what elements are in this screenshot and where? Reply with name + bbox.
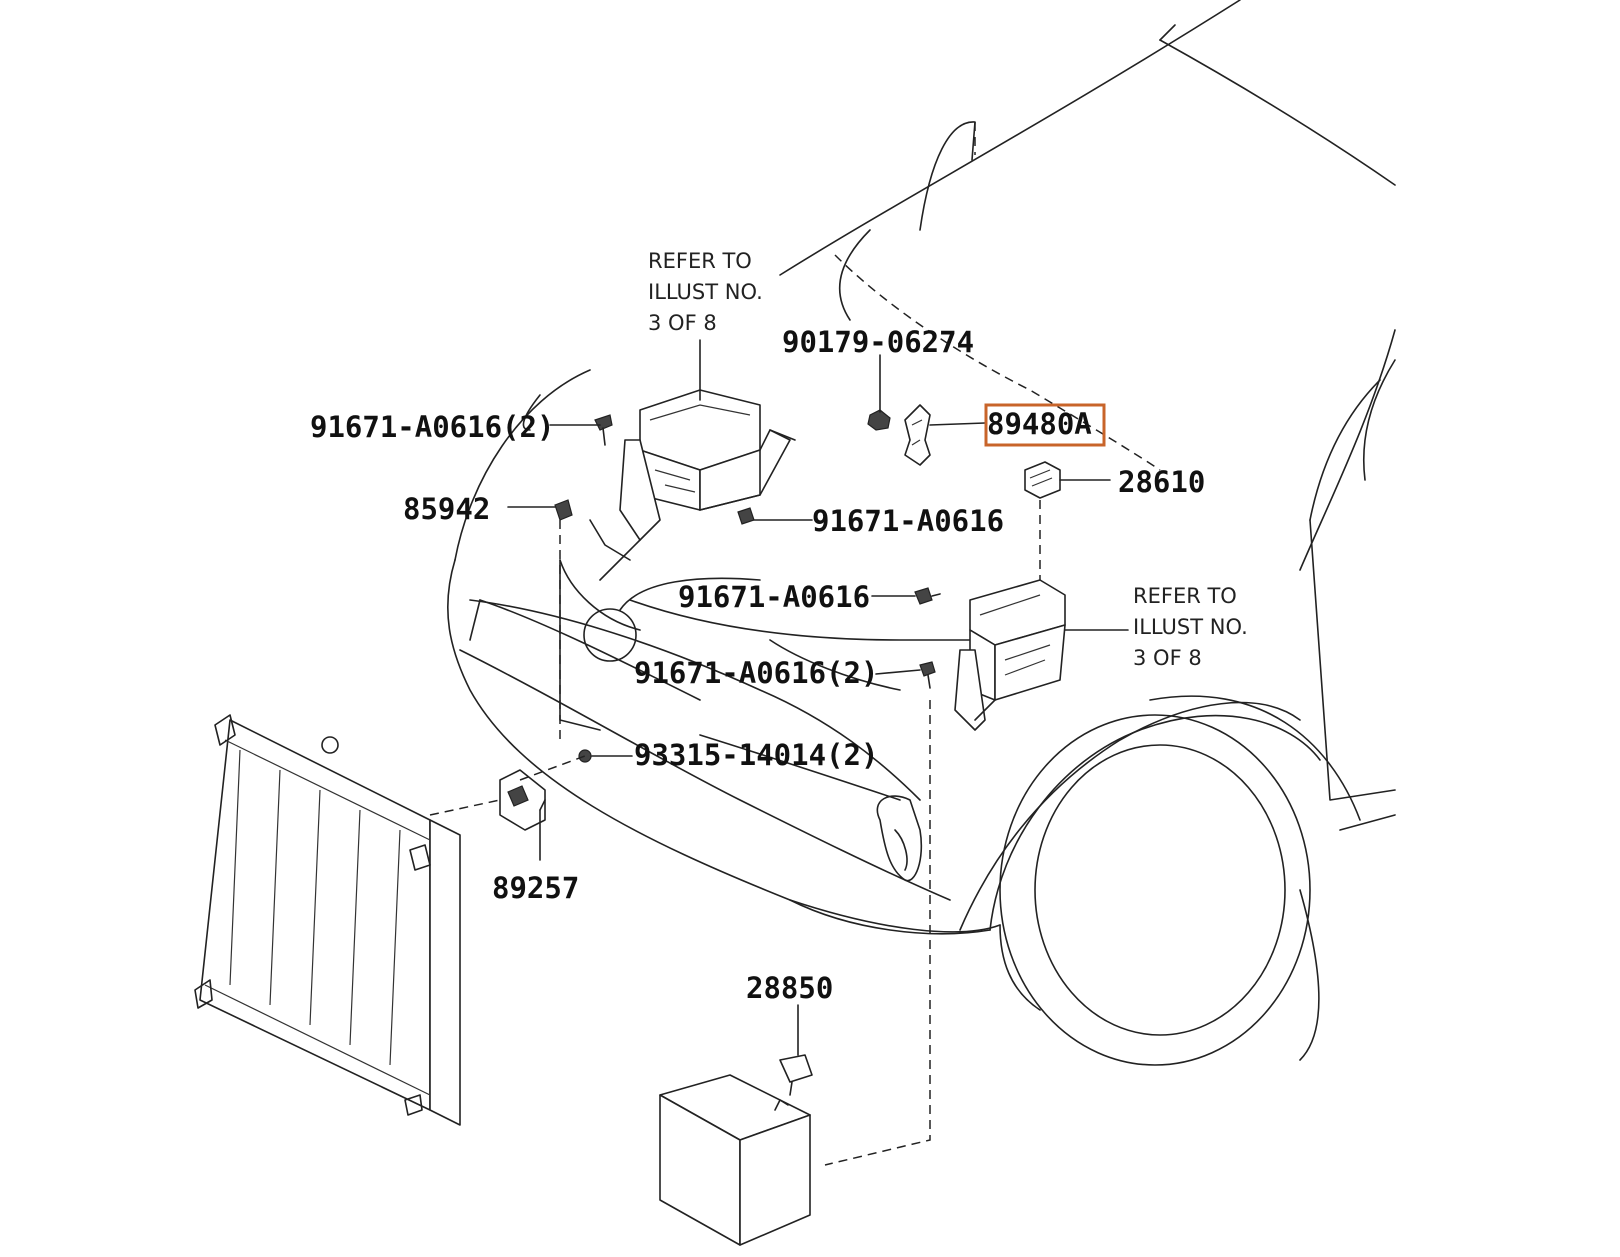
vehicle-body (446, 0, 1396, 1066)
routing-lines (429, 500, 1041, 1166)
leader-lines (507, 339, 1129, 1056)
callout-91671-a0616-lower[interactable]: 91671-A0616(2) (634, 656, 878, 690)
bolt-top (594, 414, 613, 446)
bolt-lower (919, 661, 936, 689)
note-right-line-1: REFER TO (1133, 584, 1237, 608)
note-left: REFER TO ILLUST NO. 3 OF 8 (648, 249, 763, 335)
relay-box-upper (589, 389, 796, 581)
relay-28610 (1024, 461, 1061, 499)
relay-box-lower (954, 579, 1066, 731)
callout-89257[interactable]: 89257 (492, 871, 579, 905)
highlight-box-89480a (984, 403, 1106, 447)
bolt-mid (737, 507, 755, 525)
note-left-line-1: REFER TO (648, 249, 752, 273)
note-right-line-3: 3 OF 8 (1133, 646, 1202, 670)
clip-85942 (554, 499, 573, 521)
terminal-28850 (779, 1054, 813, 1096)
callout-93315-14014[interactable]: 93315-14014(2) (634, 738, 878, 772)
bolt-center (914, 587, 941, 605)
callout-90179-06274[interactable]: 90179-06274 (782, 325, 974, 359)
nut-93315 (578, 749, 592, 763)
callout-91671-a0616-mid[interactable]: 91671-A0616 (812, 504, 1004, 538)
note-left-line-2: ILLUST NO. (648, 280, 763, 304)
bracket-89480a (904, 404, 931, 466)
nut-90179 (867, 409, 891, 431)
note-left-line-3: 3 OF 8 (648, 311, 717, 335)
callout-28850[interactable]: 28850 (746, 971, 833, 1005)
battery (659, 1074, 811, 1246)
note-right-line-2: ILLUST NO. (1133, 615, 1248, 639)
callout-89480a[interactable]: 89480A (987, 407, 1092, 441)
callout-28610[interactable]: 28610 (1118, 465, 1205, 499)
callout-91671-a0616-top[interactable]: 91671-A0616(2) (310, 410, 554, 444)
callouts: 90179-06274 89480A 28610 91671-A0616(2) … (310, 325, 1205, 1005)
note-right: REFER TO ILLUST NO. 3 OF 8 (1133, 584, 1248, 670)
callout-85942[interactable]: 85942 (403, 492, 490, 526)
sensor-89257 (499, 769, 546, 831)
radiator (194, 714, 461, 1126)
callout-91671-a0616-center[interactable]: 91671-A0616 (678, 580, 870, 614)
